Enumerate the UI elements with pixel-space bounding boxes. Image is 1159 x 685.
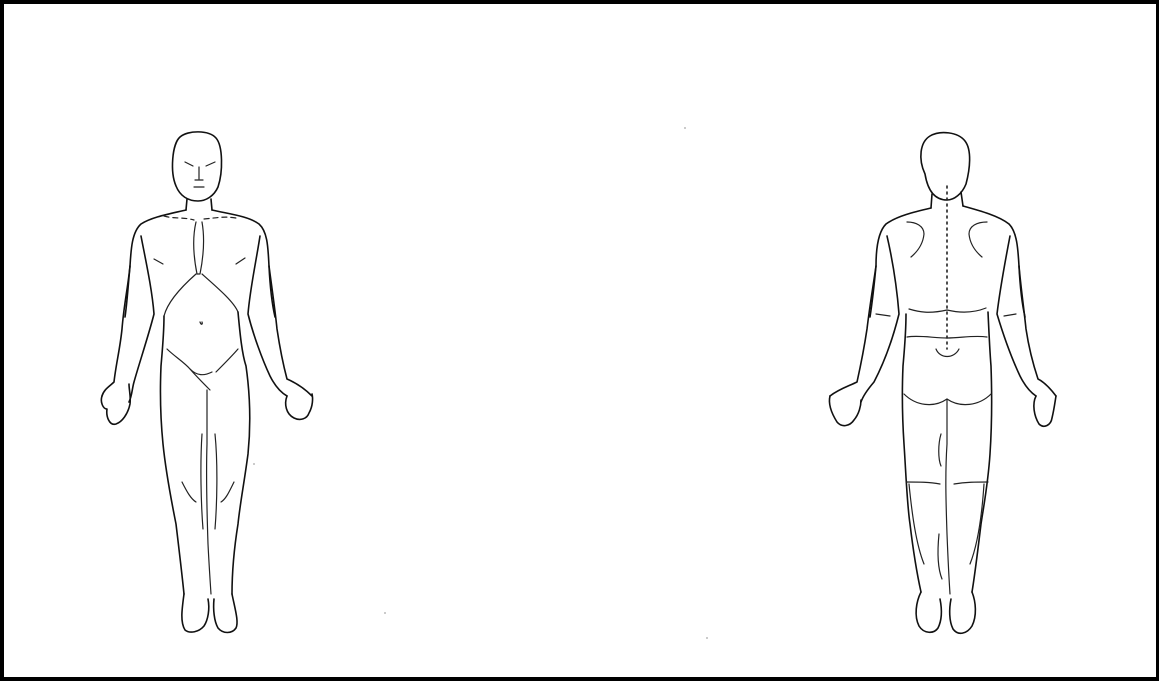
front-right-hand [286, 394, 313, 419]
back-body-figure [829, 133, 1056, 634]
body-outline-diagram [4, 4, 1159, 685]
front-torso [125, 210, 275, 317]
front-left-arm [102, 236, 154, 402]
front-right-arm [248, 236, 312, 396]
front-body-figure [101, 132, 312, 633]
front-head [173, 132, 222, 201]
front-right-foot [214, 594, 237, 633]
back-right-foot [950, 592, 976, 633]
back-left-hand [829, 396, 861, 426]
front-chest-details [154, 216, 245, 324]
back-leg-details [904, 394, 991, 594]
scan-specks [253, 127, 708, 639]
front-hip-details [167, 349, 238, 594]
front-face [185, 162, 215, 187]
front-left-foot [182, 594, 209, 632]
back-left-foot [916, 592, 941, 632]
back-right-hand [1034, 396, 1056, 426]
back-head [921, 133, 970, 200]
back-left-arm [830, 236, 899, 402]
